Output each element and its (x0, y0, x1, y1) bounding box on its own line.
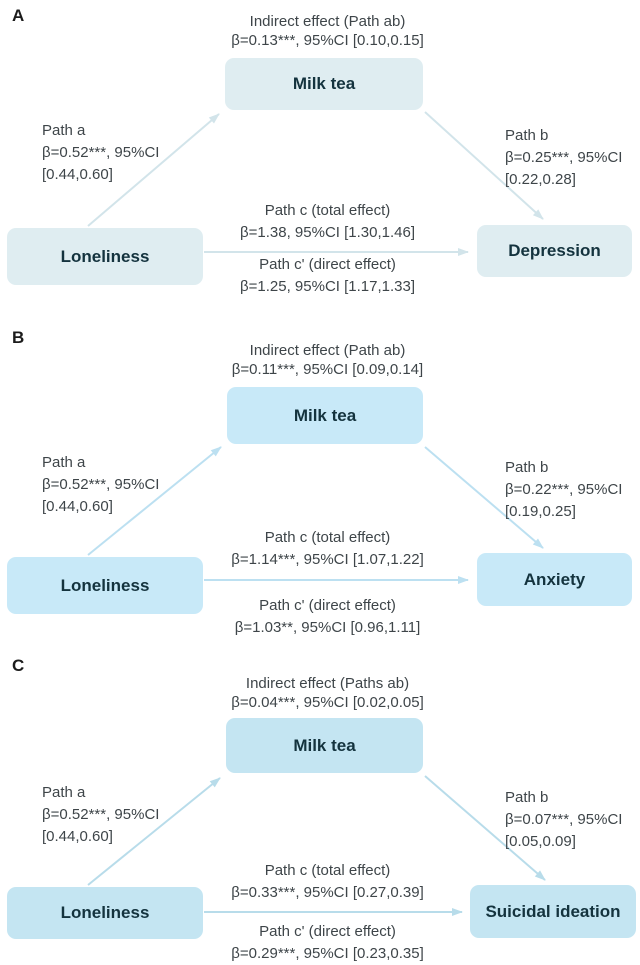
path-arrows-svg (87, 111, 544, 256)
path-a-label-block: Path a β=0.52***, 95%CI [0.44,0.60] (42, 120, 159, 186)
path-c-estimate: β=1.14***, 95%CI [1.07,1.22] (231, 551, 424, 568)
path-b-label-block: Path b β=0.25***, 95%CI [0.22,0.28] (505, 125, 622, 191)
panel-c: C Indirect effect (Paths ab) β=0.04***, … (0, 640, 640, 962)
path-b-estimate: β=0.07***, 95%CI (505, 811, 623, 828)
mediator-box: Milk tea (225, 58, 423, 110)
indirect-effect-title: Indirect effect (Paths ab) (245, 675, 410, 692)
panel-letter: C (12, 656, 25, 675)
path-c-prime-label: Path c' (direct effect) (259, 256, 396, 273)
indirect-effect-title: Indirect effect (Path ab) (249, 342, 406, 359)
path-b-label-block: Path b β=0.22***, 95%CI [0.19,0.25] (505, 457, 622, 523)
path-a-label: Path a (42, 784, 86, 801)
indirect-effect-block: Indirect effect (Path ab) β=0.13***, 95%… (155, 12, 500, 50)
path-c-label-block: Path c (total effect) β=1.38, 95%CI [1.3… (170, 200, 485, 244)
path-b-label: Path b (505, 789, 549, 806)
mediator-box: Milk tea (227, 387, 423, 444)
outcome-box: Suicidal ideation (470, 885, 636, 938)
path-a-label: Path a (42, 454, 86, 471)
outcome-box: Anxiety (477, 553, 632, 606)
path-b-label-block: Path b β=0.07***, 95%CI [0.05,0.09] (505, 787, 622, 853)
indirect-effect-estimate: β=0.04***, 95%CI [0.02,0.05] (231, 694, 424, 711)
panel-letter: A (12, 6, 25, 25)
path-a-estimate: β=0.52***, 95%CI (42, 476, 160, 493)
indirect-effect-estimate: β=0.11***, 95%CI [0.09,0.14] (231, 361, 424, 378)
panel-letter: B (12, 328, 25, 347)
path-a-arrow (87, 446, 222, 556)
panel-b: B Indirect effect (Path ab) β=0.11***, 9… (0, 320, 640, 640)
path-a-estimate: β=0.52***, 95%CI (42, 806, 160, 823)
path-c-estimate: β=0.33***, 95%CI [0.27,0.39] (231, 884, 424, 901)
path-c-prime-label-block: Path c' (direct effect) β=1.25, 95%CI [1… (170, 254, 485, 298)
predictor-box: Loneliness (7, 557, 203, 614)
path-a-label: Path a (42, 122, 86, 139)
path-c-prime-estimate: β=1.25, 95%CI [1.17,1.33] (240, 278, 415, 295)
path-b-estimate: β=0.25***, 95%CI (505, 149, 623, 166)
path-b-ci: [0.05,0.09] (505, 833, 576, 850)
path-b-arrow (424, 446, 544, 549)
path-c-prime-estimate: β=0.29***, 95%CI [0.23,0.35] (231, 945, 424, 962)
indirect-effect-estimate: β=0.13***, 95%CI [0.10,0.15] (231, 32, 424, 49)
path-c-label: Path c (total effect) (264, 529, 391, 546)
mediator-box: Milk tea (226, 718, 423, 773)
path-b-ci: [0.22,0.28] (505, 171, 576, 188)
path-a-arrow (87, 777, 221, 886)
path-arrows-svg (87, 775, 546, 916)
path-a-label-block: Path a β=0.52***, 95%CI [0.44,0.60] (42, 452, 159, 518)
path-c-estimate: β=1.38, 95%CI [1.30,1.46] (240, 224, 415, 241)
path-c-prime-label-block: Path c' (direct effect) β=0.29***, 95%CI… (170, 921, 485, 965)
path-c-prime-label: Path c' (direct effect) (259, 923, 396, 940)
path-a-ci: [0.44,0.60] (42, 498, 113, 515)
path-c-prime-label-block: Path c' (direct effect) β=1.03**, 95%CI … (170, 595, 485, 639)
panel-a: A Indirect effect (Path ab) β=0.13***, 9… (0, 0, 640, 320)
path-arrows-svg (87, 446, 544, 584)
path-b-arrow (424, 775, 546, 881)
predictor-box: Loneliness (7, 887, 203, 939)
path-b-estimate: β=0.22***, 95%CI (505, 481, 623, 498)
path-b-label: Path b (505, 459, 549, 476)
predictor-box: Loneliness (7, 228, 203, 285)
path-a-arrow (87, 113, 220, 227)
path-b-label: Path b (505, 127, 549, 144)
path-c-label: Path c (total effect) (264, 862, 391, 879)
path-c-label-block: Path c (total effect) β=0.33***, 95%CI [… (170, 860, 485, 904)
path-c-label: Path c (total effect) (264, 202, 391, 219)
path-a-ci: [0.44,0.60] (42, 828, 113, 845)
path-b-arrow (424, 111, 544, 220)
path-a-ci: [0.44,0.60] (42, 166, 113, 183)
path-a-estimate: β=0.52***, 95%CI (42, 144, 160, 161)
path-a-label-block: Path a β=0.52***, 95%CI [0.44,0.60] (42, 782, 159, 848)
outcome-box: Depression (477, 225, 632, 277)
path-c-prime-estimate: β=1.03**, 95%CI [0.96,1.11] (234, 619, 421, 636)
indirect-effect-block: Indirect effect (Path ab) β=0.11***, 95%… (155, 341, 500, 379)
indirect-effect-block: Indirect effect (Paths ab) β=0.04***, 95… (155, 674, 500, 712)
path-b-ci: [0.19,0.25] (505, 503, 576, 520)
indirect-effect-title: Indirect effect (Path ab) (249, 13, 406, 30)
path-c-label-block: Path c (total effect) β=1.14***, 95%CI [… (170, 527, 485, 571)
path-c-prime-label: Path c' (direct effect) (259, 597, 396, 614)
